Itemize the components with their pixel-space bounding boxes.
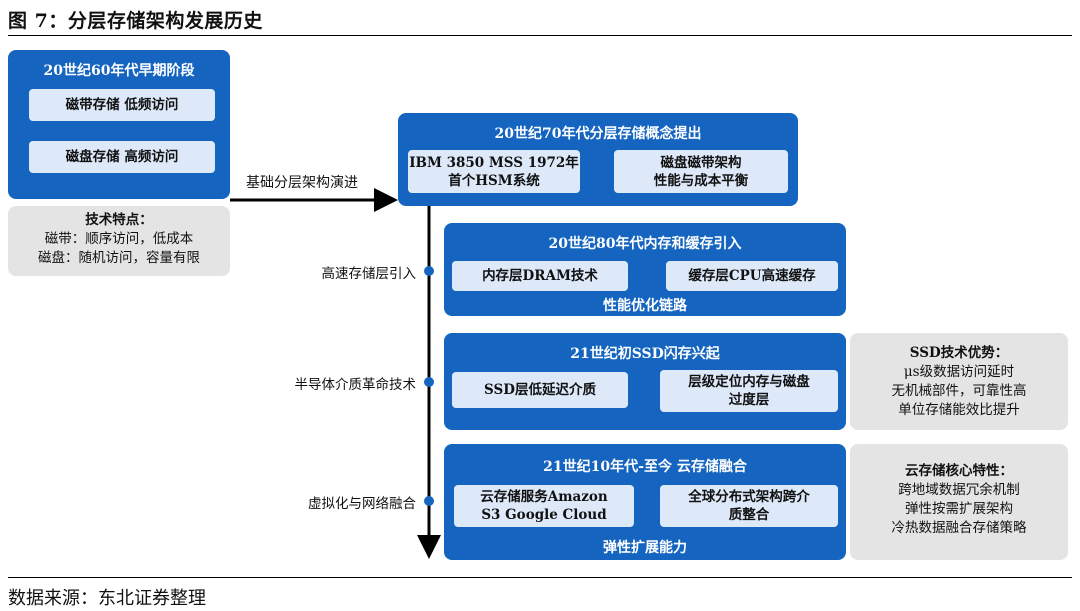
tech-features-title: 技术特点：	[85, 212, 153, 228]
era-1970s-left-line: IBM 3850 MSS 1972年	[409, 154, 579, 171]
era-2010s-right: 全球分布式架构跨介 质整合	[660, 485, 838, 527]
era-2010s-left: 云存储服务Amazon S3 Google Cloud	[454, 485, 634, 527]
era-1960s-item: 磁带存储 低频访问	[29, 89, 215, 121]
era-1970s-left: IBM 3850 MSS 1972年 首个HSM系统	[408, 150, 580, 193]
ssd-advantages-line: 无机械部件，可靠性高	[891, 383, 1027, 399]
cloud-features-line: 冷热数据融合存储策略	[891, 520, 1027, 536]
cloud-features-line: 弹性按需扩展架构	[905, 501, 1013, 517]
source-note: 数据来源：东北证券整理	[8, 588, 206, 609]
era-1970s-right-line: 磁盘磁带架构	[660, 154, 742, 171]
ssd-advantages-title: SSD技术优势：	[909, 345, 1009, 361]
cloud-features-note: 云存储核心特性： 跨地域数据冗余机制 弹性按需扩展架构 冷热数据融合存储策略	[850, 444, 1068, 560]
ssd-advantages-line: 单位存储能效比提升	[898, 402, 1020, 418]
ssd-advantages-note: SSD技术优势： μs级数据访问延时 无机械部件，可靠性高 单位存储能效比提升	[850, 333, 1068, 430]
era-2000s-left: SSD层低延迟介质	[452, 372, 628, 408]
era-2000s-box: 21世纪初SSD闪存兴起 SSD层低延迟介质 层级定位内存与磁盘 过度层	[444, 333, 846, 430]
timeline-node-2000s	[424, 377, 434, 387]
era-2010s-title: 21世纪10年代-至今 云存储融合	[543, 459, 747, 475]
era-2000s-right: 层级定位内存与磁盘 过度层	[660, 370, 838, 412]
cloud-features-title: 云存储核心特性：	[905, 463, 1013, 479]
era-2010s-right-line: 全球分布式架构跨介	[688, 489, 810, 505]
source-rule	[8, 577, 1072, 578]
era-2010s-left-line: S3 Google Cloud	[481, 507, 607, 523]
era-1970s-box: 20世纪70年代分层存储概念提出 IBM 3850 MSS 1972年 首个HS…	[398, 113, 798, 206]
era-1970s-right: 磁盘磁带架构 性能与成本平衡	[614, 150, 788, 193]
side-label-2010s: 虚拟化与网络融合	[308, 496, 416, 512]
cloud-features-line: 跨地域数据冗余机制	[898, 482, 1020, 498]
era-2010s-left-line: 云存储服务Amazon	[480, 489, 608, 505]
era-1970s-title: 20世纪70年代分层存储概念提出	[494, 126, 702, 142]
tech-features-line: 磁盘：随机访问，容量有限	[38, 250, 200, 266]
era-2000s-right-line: 过度层	[728, 392, 770, 408]
era-1970s-right-line: 性能与成本平衡	[653, 172, 749, 189]
era-2010s-right-line: 质整合	[728, 507, 770, 523]
era-1960s-item: 磁盘存储 高频访问	[29, 141, 215, 173]
era-1960s-box: 20世纪60年代早期阶段 磁带存储 低频访问 磁盘存储 高频访问	[8, 50, 230, 199]
figure-title: 图 7：分层存储架构发展历史	[8, 10, 263, 32]
era-2010s-footer: 弹性扩展能力	[603, 540, 687, 556]
era-2010s-box: 21世纪10年代-至今 云存储融合 云存储服务Amazon S3 Google …	[444, 444, 846, 560]
era-1970s-left-line: 首个HSM系统	[448, 172, 540, 189]
era-1960s-title: 20世纪60年代早期阶段	[43, 63, 195, 79]
side-label-1980s: 高速存储层引入	[321, 266, 417, 282]
title-rule	[8, 35, 1072, 36]
era-1980s-box: 20世纪80年代内存和缓存引入 内存层DRAM技术 缓存层CPU高速缓存 性能优…	[444, 223, 846, 316]
tech-features-note: 技术特点： 磁带：顺序访问，低成本 磁盘：随机访问，容量有限	[8, 206, 230, 276]
transition-label: 基础分层架构演进	[246, 175, 358, 191]
era-1980s-left: 内存层DRAM技术	[452, 261, 628, 291]
era-1980s-title: 20世纪80年代内存和缓存引入	[548, 236, 742, 252]
ssd-advantages-line: μs级数据访问延时	[903, 364, 1015, 380]
era-2000s-title: 21世纪初SSD闪存兴起	[570, 346, 720, 362]
era-2000s-right-line: 层级定位内存与磁盘	[688, 374, 810, 390]
timeline-node-2010s	[424, 496, 434, 506]
era-1980s-footer: 性能优化链路	[603, 298, 687, 314]
side-label-2000s: 半导体介质革命技术	[294, 377, 417, 393]
timeline-node-1980s	[424, 266, 434, 276]
era-1980s-right: 缓存层CPU高速缓存	[666, 261, 838, 291]
tech-features-line: 磁带：顺序访问，低成本	[44, 231, 194, 247]
